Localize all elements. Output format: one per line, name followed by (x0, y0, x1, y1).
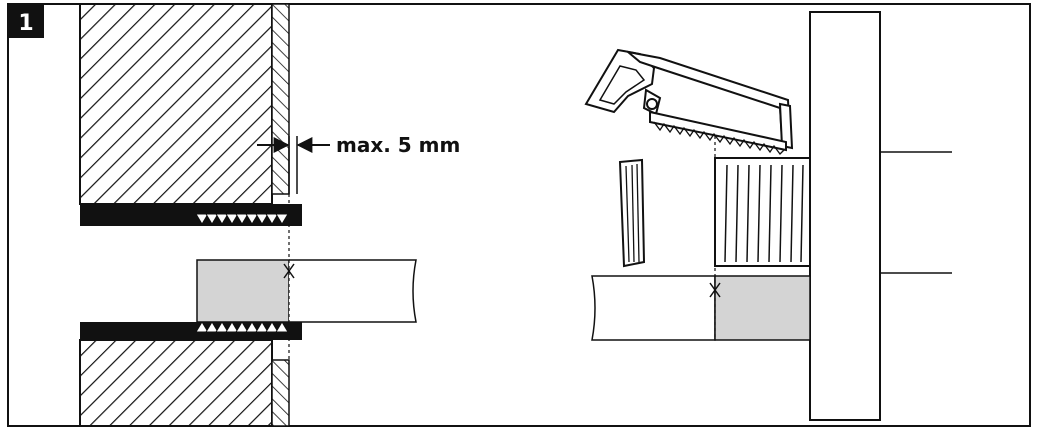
wall-upper (79, 3, 273, 205)
threaded-fitting (714, 157, 811, 267)
pipe-inserted-section (196, 259, 290, 323)
thread-teeth-bottom (195, 321, 289, 333)
pipe-outer-section (289, 259, 417, 323)
pipe-cut-section (591, 275, 716, 341)
cut-mark-left (283, 263, 295, 279)
tile-upper (271, 3, 290, 195)
wall-section: max. 5 mm (79, 3, 460, 427)
dimension-label: max. 5 mm (336, 133, 460, 157)
cut-off-piece (618, 158, 646, 268)
tile-lower (271, 359, 290, 427)
pipe-board-section (714, 275, 811, 341)
step-number: 1 (18, 11, 33, 36)
socket-wall-bottom (80, 322, 302, 340)
diagram-frame (7, 3, 1031, 427)
socket-wall-top (80, 204, 302, 226)
wall-lower (79, 339, 273, 427)
mounting-board (809, 11, 881, 421)
step-badge: 1 (8, 4, 44, 38)
cut-mark-right (709, 282, 721, 298)
thread-teeth-top (195, 213, 289, 225)
cutting-section (584, 11, 952, 421)
hacksaw-icon (584, 48, 794, 155)
